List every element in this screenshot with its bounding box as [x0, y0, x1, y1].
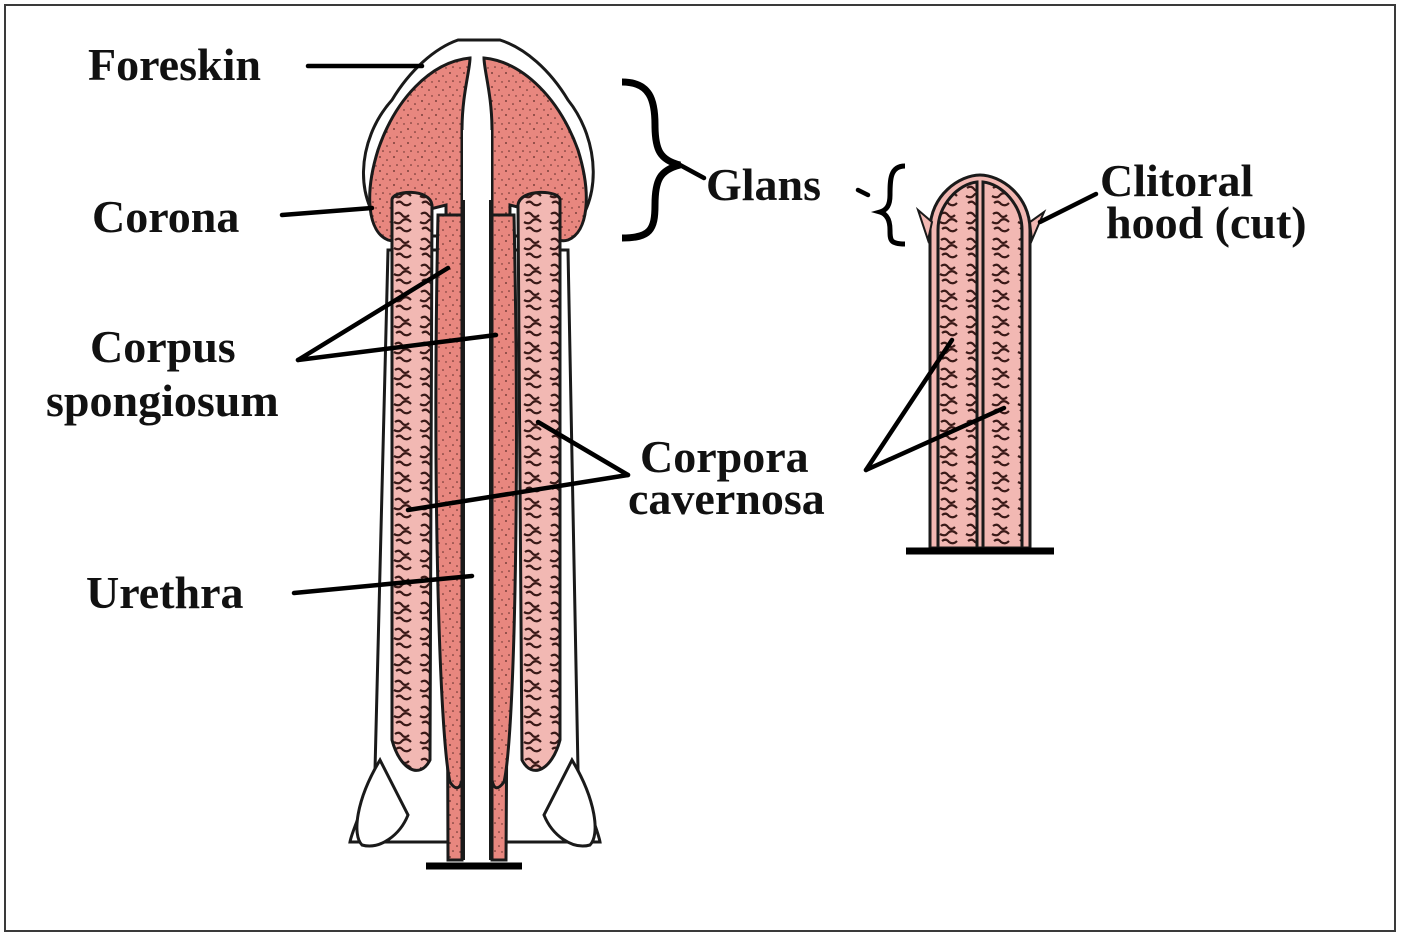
clitoris-column-left	[938, 182, 977, 548]
hood-flap-left	[918, 210, 932, 240]
urethra-label: Urethra	[86, 567, 244, 618]
glans-brace-male	[622, 82, 680, 238]
corpus-cavernosum-right	[518, 192, 560, 770]
corona-label: Corona	[92, 191, 239, 242]
clitoral-hood-label-line2: hood (cut)	[1106, 197, 1307, 248]
clitoris-column-right	[983, 182, 1022, 548]
hood-leader	[1040, 194, 1096, 222]
urethra-channel	[463, 130, 491, 860]
penis-cross-section	[350, 40, 600, 866]
glans-leader	[680, 165, 704, 178]
corpus-spongiosum-right	[492, 215, 516, 788]
glans-label: Glans	[706, 159, 821, 210]
foreskin-label: Foreskin	[88, 39, 261, 90]
corona-leader	[282, 208, 372, 215]
corpus-spongiosum-label-line2: spongiosum	[46, 375, 279, 426]
clitoris-cross-section	[906, 175, 1054, 551]
corpus-spongiosum-label-line1: Corpus	[90, 321, 236, 372]
glans-brace-female	[880, 166, 905, 244]
glans-female-leader	[858, 190, 868, 195]
hood-flap-right	[1030, 212, 1044, 240]
corpora-cavernosa-label-line2: cavernosa	[628, 473, 825, 524]
